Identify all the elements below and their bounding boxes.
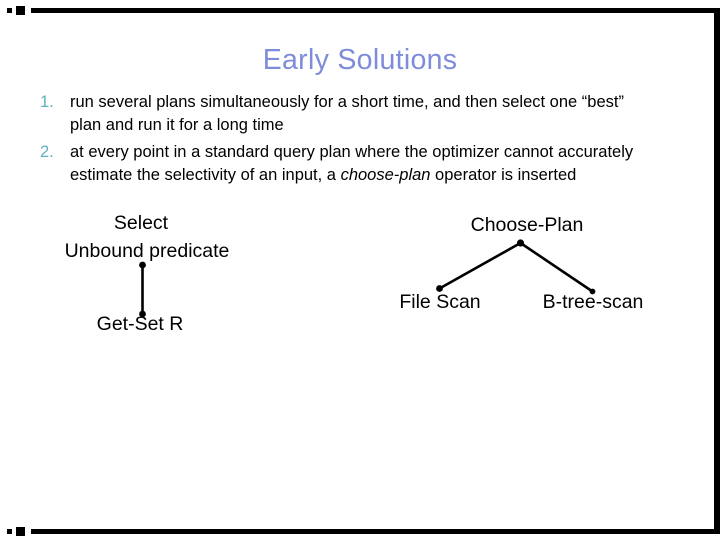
list-item-2: 2. at every point in a standard query pl… — [40, 141, 695, 187]
list-item-1: 1. run several plans simultaneously for … — [40, 91, 695, 137]
left-tree-leaf-label: Get-Set R — [96, 313, 184, 335]
item-text: at every point in a standard query plan … — [70, 141, 695, 187]
left-tree-predicate-label: Unbound predicate — [64, 240, 230, 262]
frame-top-bar — [31, 8, 720, 13]
node-dot — [139, 261, 146, 269]
item-line-segment: estimate the selectivity of an input, a — [70, 166, 341, 184]
node-dot — [516, 239, 525, 247]
frame-square-top-small — [16, 6, 25, 15]
choose-plan-right-edge — [519, 241, 594, 293]
frame-square-top-tiny — [7, 8, 12, 13]
frame-bottom-bar — [31, 529, 720, 534]
item-number: 1. — [40, 93, 54, 111]
item-line-segment: operator is inserted — [430, 166, 577, 184]
right-tree-right-leaf-label: B-tree-scan — [542, 291, 644, 313]
choose-plan-term: choose-plan — [340, 166, 431, 184]
left-tree-root-label: Select — [113, 212, 169, 234]
item-line: plan and run it for a long time — [70, 116, 284, 134]
slide-title: Early Solutions — [262, 44, 458, 76]
item-line: run several plans simultaneously for a s… — [70, 93, 624, 111]
frame-right-bar — [714, 8, 720, 534]
right-tree-left-leaf-label: File Scan — [399, 291, 481, 313]
item-line: estimate the selectivity of an input, a … — [70, 164, 695, 187]
frame-square-bottom-tiny — [7, 529, 12, 534]
item-number: 2. — [40, 143, 54, 161]
choose-plan-left-edge — [438, 241, 522, 290]
item-text: run several plans simultaneously for a s… — [70, 91, 695, 137]
item-line: at every point in a standard query plan … — [70, 143, 634, 161]
right-tree-root-label: Choose-Plan — [470, 214, 584, 236]
numbered-list: 1. run several plans simultaneously for … — [40, 91, 695, 187]
frame-square-bottom-small — [16, 527, 25, 536]
